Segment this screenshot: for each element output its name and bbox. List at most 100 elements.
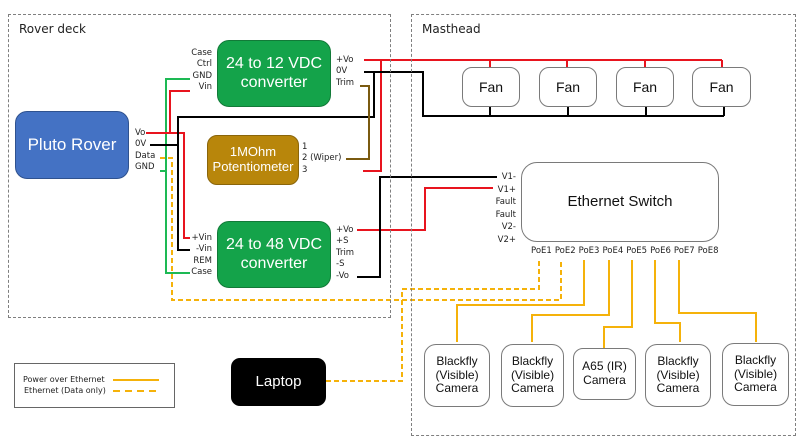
fan-label: Fan [478, 78, 504, 95]
pin-label: V1- [501, 172, 516, 182]
poe3-link [456, 260, 585, 342]
pin-label: -Vo [336, 270, 349, 281]
pin-label: +Vo [336, 225, 354, 235]
potentiometer-box[interactable]: 1MOhm Potentiometer [207, 135, 299, 185]
wire-48v-neg-v1minus [357, 176, 497, 278]
poe4-link [531, 260, 610, 342]
camera-label: Blackfly (Visible) Camera [510, 353, 555, 396]
legend-label-data: Ethernet (Data only) [24, 386, 106, 395]
data-laptop-to-poe1 [326, 260, 540, 382]
rover-deck-title: Rover deck [19, 22, 86, 36]
legend-label-poe: Power over Ethernet [23, 375, 105, 384]
camera-5[interactable]: Blackfly (Visible) Camera [722, 343, 789, 406]
camera-4[interactable]: Blackfly (Visible) Camera [645, 344, 711, 407]
camera-3[interactable]: A65 (IR) Camera [573, 348, 636, 400]
poe5-link [603, 260, 633, 348]
converter-24-12-box[interactable]: 24 to 12 VDC converter [217, 40, 331, 107]
poe6-link [654, 260, 681, 342]
pluto-rover-label: Pluto Rover [27, 135, 117, 155]
pin-label: 1 [302, 142, 308, 152]
camera-label: A65 (IR) Camera [582, 359, 627, 387]
legend-swatches [113, 379, 159, 392]
pin-label: REM [193, 255, 212, 266]
pin-label: Ctrl [196, 59, 212, 70]
pin-label: +S [336, 236, 349, 247]
ethernet-switch-box[interactable]: Ethernet Switch [521, 162, 719, 242]
fan-label: Fan [555, 78, 581, 95]
camera-2[interactable]: Blackfly (Visible) Camera [501, 344, 564, 407]
pin-label: V1+ [497, 184, 516, 195]
poe7-link [678, 260, 757, 342]
pin-label: Trim [336, 247, 355, 258]
converter-48-output-pins: +Vo +S Trim -S -Vo [336, 225, 354, 282]
rover-deck-region [8, 14, 391, 318]
fan-1[interactable]: Fan [462, 67, 520, 107]
pin-label: 0V [135, 139, 147, 150]
poe-port-label: PoE5 [626, 246, 648, 256]
pin-label: +Vin [191, 233, 213, 243]
fan-drops-positive [489, 60, 723, 67]
wire-12v-vo-fans [363, 59, 722, 172]
pin-label: Case [191, 267, 212, 278]
wire-48v-vo-v1plus [357, 187, 493, 231]
pin-label: Vin [198, 82, 212, 93]
pin-label: GND [135, 162, 155, 173]
laptop-label: Laptop [255, 373, 302, 391]
pin-label: -S [336, 259, 345, 270]
pin-label: GND [192, 70, 213, 81]
potentiometer-pins: 1 2 (Wiper) 3 [302, 142, 341, 176]
fan-label: Fan [709, 78, 734, 95]
converter-12-input-pins: Case Ctrl GND Vin [180, 48, 212, 94]
rover-pins: Vo 0V Data GND [135, 128, 155, 174]
poe-port-label: PoE8 [697, 246, 719, 256]
pin-label: Case [191, 48, 212, 58]
fan-2[interactable]: Fan [539, 67, 597, 107]
camera-label: Blackfly (Visible) Camera [733, 352, 778, 395]
pin-label: 3 [302, 164, 308, 175]
converter-24-12-label: 24 to 12 VDC converter [225, 55, 323, 91]
pin-label: +Vo [336, 55, 354, 65]
converter-12-output-pins: +Vo 0V Trim [336, 55, 354, 89]
wire-12v-0v-fans [364, 71, 725, 117]
wire-rover-gnd-case [160, 78, 190, 274]
poe-port-label: PoE6 [650, 246, 671, 256]
switch-poe-ports: PoE1 PoE2 PoE3 PoE4 PoE5 PoE6 PoE7 PoE8 [531, 246, 719, 257]
camera-label: Blackfly (Visible) Camera [656, 353, 700, 396]
laptop-box[interactable]: Laptop [231, 358, 326, 406]
pin-label: 2 (Wiper) [302, 153, 342, 164]
poe-port-label: PoE7 [673, 246, 695, 256]
fan-label: Fan [632, 78, 658, 95]
ethernet-switch-label: Ethernet Switch [567, 193, 673, 211]
pin-label: Fault [495, 209, 516, 220]
camera-label: Blackfly (Visible) Camera [435, 353, 479, 396]
masthead-title: Masthead [422, 22, 481, 36]
data-rover-to-poe2 [160, 157, 562, 301]
converter-24-48-box[interactable]: 24 to 48 VDC converter [217, 221, 331, 288]
converter-24-48-label: 24 to 48 VDC converter [225, 236, 323, 272]
camera-1[interactable]: Blackfly (Visible) Camera [424, 344, 490, 407]
wire-trim-wiper [346, 85, 370, 160]
converter-48-input-pins: +Vin -Vin REM Case [180, 233, 212, 279]
pluto-rover-box[interactable]: Pluto Rover [15, 111, 129, 179]
pin-label: V2+ [497, 234, 516, 245]
switch-power-pins: V1- V1+ Fault Fault V2- V2+ [480, 171, 516, 246]
pin-label: 0V [336, 66, 348, 77]
fan-4[interactable]: Fan [692, 67, 751, 107]
wire-rover-vo [146, 90, 190, 239]
pin-label: -Vin [196, 244, 212, 255]
fan-3[interactable]: Fan [616, 67, 674, 107]
pin-label: Vo [135, 128, 146, 138]
wire-rover-0v [150, 72, 375, 251]
pin-label: Fault [495, 197, 516, 207]
poe-port-label: PoE3 [578, 246, 600, 256]
pin-label: V2- [501, 222, 516, 232]
legend: Power over Ethernet Ethernet (Data only) [14, 363, 175, 408]
potentiometer-label: 1MOhm Potentiometer [212, 144, 294, 174]
poe-port-label: PoE4 [602, 246, 624, 256]
pin-label: Data [135, 150, 156, 161]
poe-port-label: PoE1 [531, 246, 552, 256]
pin-label: Trim [336, 77, 355, 88]
poe-port-label: PoE2 [554, 246, 576, 256]
